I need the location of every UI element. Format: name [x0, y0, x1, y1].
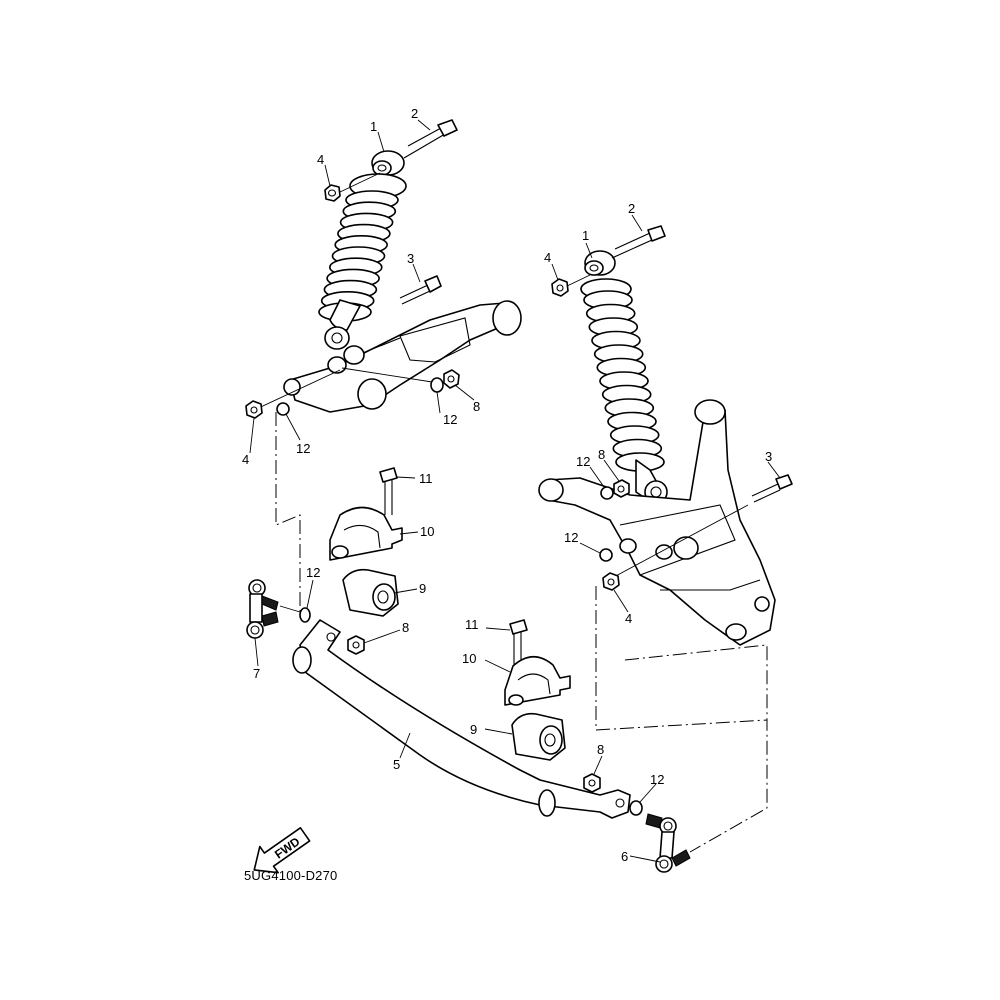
left-bracket-bolt	[379, 467, 398, 515]
left-arm-nut-washer	[245, 400, 290, 419]
callout-l-washer-arm: 12	[296, 441, 310, 456]
callout-l-nut-r: 8	[473, 399, 480, 414]
callout-r-shock: 1	[582, 228, 589, 243]
callout-r-nut-arm: 4	[625, 611, 632, 626]
callout-l-bolt-arm: 3	[407, 251, 414, 266]
diagram-code: 5UG4100-D270	[244, 868, 337, 883]
callout-l-nut-bar: 8	[402, 620, 409, 635]
callout-r-nut-top: 4	[544, 250, 551, 265]
right-arm-bolt	[751, 474, 793, 503]
left-bracket	[329, 506, 403, 561]
right-a-arm	[538, 399, 776, 646]
callout-r-bracket: 10	[462, 651, 476, 666]
callout-l-washer-link: 12	[306, 565, 320, 580]
callout-r-bolt-bracket: 11	[465, 617, 479, 632]
right-bar-washer	[629, 800, 643, 816]
callout-l-shock: 1	[370, 119, 377, 134]
right-end-link	[645, 813, 691, 873]
right-bushing	[511, 712, 566, 761]
right-arm-nut	[602, 572, 620, 591]
left-arm-bolt	[399, 275, 442, 305]
right-bracket	[504, 655, 571, 706]
assembly-lines	[275, 412, 768, 853]
left-shock-absorber	[318, 150, 407, 350]
left-arm-washer-nut	[430, 369, 460, 393]
right-top-bolt	[564, 225, 666, 288]
right-shock-absorber	[580, 250, 668, 504]
left-bushing	[342, 568, 399, 617]
callout-r-bolt-arm: 3	[765, 449, 772, 464]
left-end-link	[246, 579, 301, 639]
callout-r-bushing: 9	[470, 722, 477, 737]
callout-l-washer-r: 12	[443, 412, 457, 427]
callout-l-bushing: 9	[419, 581, 426, 596]
callout-r-nut-bar: 8	[597, 742, 604, 757]
leader-lines	[249, 119, 781, 863]
left-top-bolt	[339, 119, 458, 193]
callout-stabilizer: 5	[393, 757, 400, 772]
callout-r-link: 6	[621, 849, 628, 864]
stabilizer-bar	[292, 619, 631, 819]
callout-r-bolt-top: 2	[628, 201, 635, 216]
callout-l-bolt-bracket: 11	[419, 471, 433, 486]
callout-r-washer-arm: 12	[564, 530, 578, 545]
left-bar-nut	[347, 635, 365, 655]
left-link-washer	[299, 607, 311, 623]
left-a-arm	[249, 300, 522, 413]
right-bar-nut	[583, 773, 601, 793]
right-upper-washer-nut	[600, 479, 630, 500]
callout-l-bracket: 10	[420, 524, 434, 539]
callout-r-washer-top: 12	[576, 454, 590, 469]
callout-l-link: 7	[253, 666, 260, 681]
callout-l-nut-arm: 4	[242, 452, 249, 467]
callout-r-nut-upper: 8	[598, 447, 605, 462]
callout-l-bolt-top: 2	[411, 106, 418, 121]
right-bracket-bolt	[509, 619, 528, 665]
right-top-nut	[551, 278, 569, 297]
left-top-nut	[324, 184, 341, 202]
callout-r-washer-bar: 12	[650, 772, 664, 787]
callout-l-nut-top: 4	[317, 152, 324, 167]
right-arm-washer	[599, 548, 613, 562]
callout-labels: 1 2 4 3 4 12 12 8 11 10 9 12 8 7 5 1 2 4…	[242, 106, 772, 864]
